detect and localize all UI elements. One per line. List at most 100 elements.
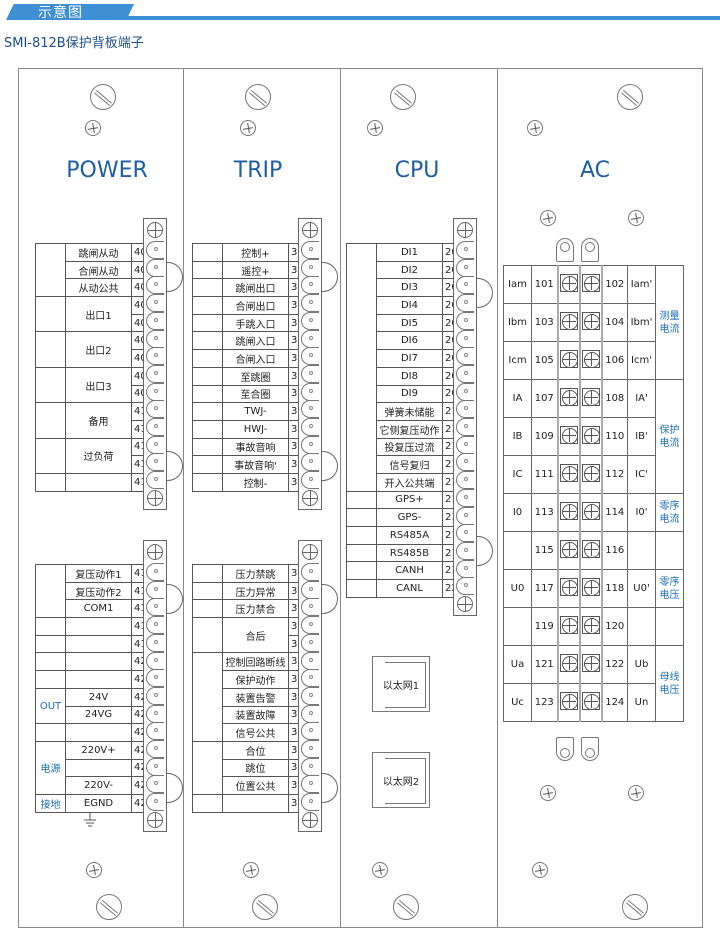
terminal-label: 至合圈: [222, 384, 289, 404]
mount-screw-icon: [302, 489, 318, 506]
terminal-pin: [456, 400, 474, 419]
pin-dot: [464, 583, 468, 588]
terminal-number: 106: [601, 341, 628, 380]
terminal-pin: [146, 775, 164, 794]
terminal-pin: [301, 686, 319, 705]
terminal-pin: [146, 686, 164, 705]
terminal-pin: [146, 364, 164, 383]
terminal-label: 24VG: [65, 705, 132, 725]
terminal-row: 遥控+302: [192, 260, 314, 280]
pin-dot: [154, 781, 158, 786]
terminal-label: IC': [627, 455, 656, 494]
terminal-pin: [301, 633, 319, 652]
pin-dot: [464, 388, 468, 393]
terminal-label: 跳闸从动: [65, 243, 132, 262]
terminal-screw-icon: [581, 654, 600, 672]
pin-dot: [309, 353, 313, 358]
terminal-row: 合闸出口304: [192, 296, 314, 315]
terminal-number: 124: [601, 683, 628, 722]
terminal-label: 220V+: [65, 740, 132, 760]
terminal-row: 跳闸入口306: [192, 331, 314, 351]
terminal-label: 装置故障: [222, 705, 289, 725]
pin-dot: [309, 406, 313, 411]
pin-dot: [464, 459, 468, 464]
pin-dot: [309, 282, 313, 287]
terminal-label: I0': [627, 493, 656, 532]
terminal-pin: [146, 453, 164, 472]
terminal-lug-icon: [581, 238, 599, 262]
module-divider: [497, 68, 498, 928]
pin-dot: [464, 565, 468, 570]
screw: [578, 569, 603, 608]
pin-dot: [464, 300, 468, 305]
terminal-label: 保护动作: [222, 670, 289, 689]
contact-symbol: [35, 296, 66, 333]
pin-dot: [154, 710, 158, 715]
terminal-label: TWJ-: [222, 402, 289, 421]
contact-symbol: [192, 419, 223, 439]
header-line: [120, 16, 720, 20]
pin-dot: [154, 728, 158, 733]
pin-dot: [464, 353, 468, 358]
terminal-label: CANH: [376, 561, 443, 581]
cross-screw-icon: [85, 120, 101, 136]
terminal-pin: [456, 418, 474, 436]
terminal-screw-icon: [581, 616, 600, 634]
terminal-pin: [146, 276, 164, 295]
pin-dot: [464, 406, 468, 411]
contact-symbol: [192, 402, 223, 421]
terminal-row: 418: [35, 617, 157, 636]
pin-dot: [309, 459, 313, 464]
pin-dot: [309, 569, 313, 573]
terminal-screw-icon: [559, 312, 578, 330]
terminal-label: [65, 652, 132, 672]
terminal-pin: [146, 580, 164, 599]
screw: [556, 607, 581, 646]
terminal-label: 事故音响': [222, 455, 289, 474]
terminal-screw-icon: [559, 654, 578, 672]
screw: [578, 531, 603, 570]
pin-dot: [464, 477, 468, 482]
terminal-pin: [456, 241, 474, 259]
terminal-pin: [146, 740, 164, 758]
contact-symbol: [192, 331, 223, 351]
pin-dot: [154, 639, 158, 644]
terminal-label: 跳位: [222, 758, 289, 778]
terminal-label: Icm: [503, 341, 532, 380]
pin-dot: [309, 746, 313, 750]
terminal-row: CANH219: [346, 561, 468, 581]
terminal-pin: [301, 757, 319, 776]
ethernet-port-2-label: 以太网2: [382, 776, 420, 788]
terminal-number: 118: [601, 569, 628, 608]
terminal-label: IB': [627, 417, 656, 456]
mount-screw-icon: [457, 596, 473, 612]
terminal-pin: [301, 740, 319, 758]
terminal-pin: [301, 400, 319, 419]
screw: [556, 493, 581, 532]
terminal-label: 从动公共: [65, 278, 132, 298]
terminal-row: 控制回路断线320: [192, 652, 314, 742]
terminal-label: 过负荷: [65, 437, 132, 474]
terminal-pin: [146, 329, 164, 348]
pin-dot: [464, 317, 468, 322]
terminal-pin: [456, 453, 474, 472]
terminal-row: TWJ-310: [192, 402, 314, 421]
terminal-row: 出口2406: [35, 331, 157, 368]
terminal-label: IB: [503, 417, 532, 456]
ac-group-label: [655, 531, 684, 570]
module-title-ac: AC: [579, 158, 611, 183]
terminal-pin: [456, 364, 474, 383]
terminal-screw-icon: [581, 350, 600, 368]
contact-symbol: [192, 652, 223, 742]
header-tab-label: 示意图: [38, 5, 83, 21]
terminal-label: EGND: [65, 793, 132, 813]
terminal-pin: [301, 258, 319, 277]
terminal-number: 102: [601, 265, 628, 304]
pin-dot: [154, 335, 158, 340]
terminal-pin: [146, 347, 164, 366]
terminal-label: 控制回路断线: [222, 652, 289, 672]
terminal-pin: [456, 435, 474, 454]
terminal-row: 手跳入口305: [192, 313, 314, 333]
